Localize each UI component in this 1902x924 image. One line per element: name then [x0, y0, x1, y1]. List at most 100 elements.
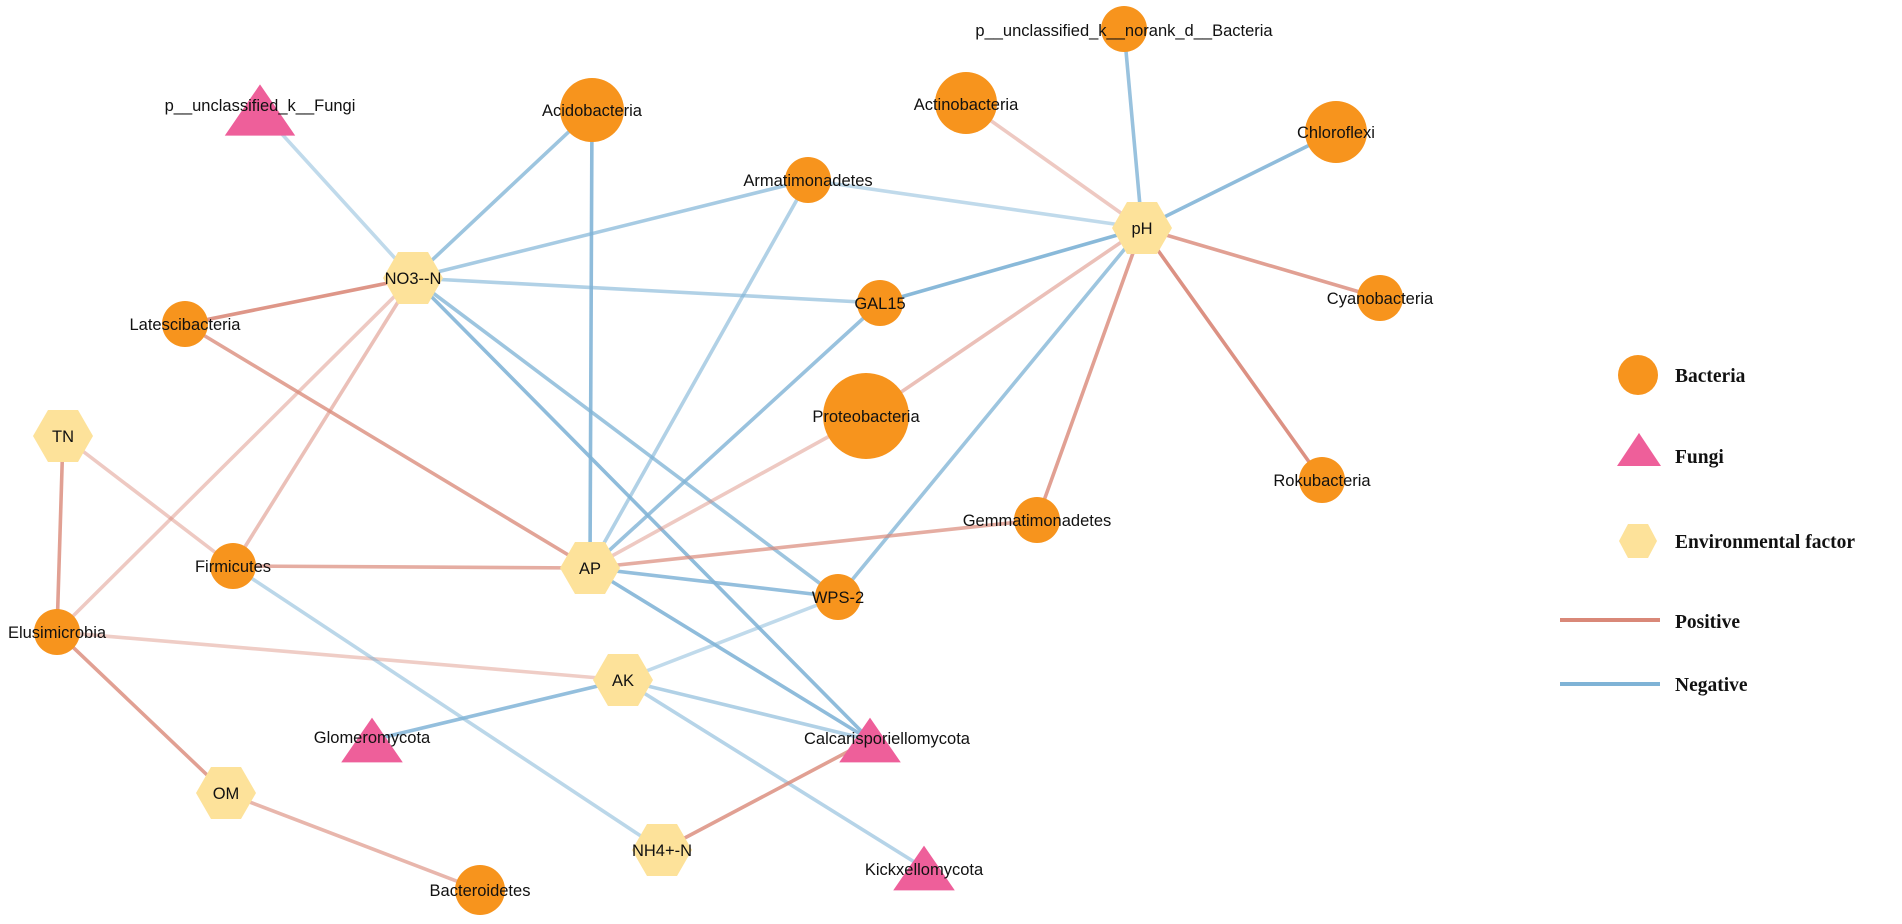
node-label-chloroflexi: Chloroflexi [1297, 124, 1375, 142]
edge-no3n-elusimicrobia-positive [55, 276, 415, 634]
edge-ak-calcarisporiellomycota-negative [621, 678, 872, 742]
node-label-gemmatimonadetes: Gemmatimonadetes [963, 512, 1112, 530]
node-label-armatimonadetes: Armatimonadetes [743, 172, 872, 190]
edge-ph-unclass-bacteria-negative [1122, 27, 1144, 230]
edge-layer [55, 27, 1382, 892]
node-label-om: OM [213, 785, 240, 803]
edge-ap-armatimonadetes-negative [588, 178, 810, 570]
node-label-unclass-bacteria: p__unclassified_k__norank_d__Bacteria [975, 22, 1273, 40]
edge-elusimicrobia-ak-positive [55, 630, 625, 682]
environmental-factor-node-shape [632, 824, 692, 876]
environmental-factor-node-shape [196, 767, 256, 819]
bacteria-node-shape [815, 574, 861, 620]
legend-fungi-swatch-fill [1617, 433, 1661, 466]
node-label-wps2: WPS-2 [812, 589, 864, 607]
legend-negative-label: Negative [1675, 675, 1748, 696]
node-elusimicrobia: Elusimicrobia [8, 609, 107, 655]
node-label-ap: AP [579, 560, 601, 578]
edge-ap-wps2-negative [588, 566, 840, 599]
node-label-proteobacteria: Proteobacteria [812, 408, 920, 426]
bacteria-node-shape [560, 78, 624, 142]
node-tn: TN [33, 410, 93, 462]
node-label-cyanobacteria: Cyanobacteria [1327, 290, 1434, 308]
bacteria-node-shape [1305, 101, 1367, 163]
edge-firmicutes-nh4n-negative [231, 564, 664, 852]
bacteria-node-shape [210, 543, 256, 589]
node-label-unclass-fungi: p__unclassified_k__Fungi [165, 97, 356, 115]
bacteria-node-shape [823, 373, 909, 459]
node-actinobacteria: Actinobacteria [914, 72, 1019, 134]
node-unclass-fungi: p__unclassified_k__Fungi [165, 84, 356, 136]
edge-ap-gemmatimonadetes-positive [588, 518, 1039, 570]
environmental-factor-node-shape [560, 542, 620, 594]
edge-no3n-acidobacteria-negative [411, 108, 594, 280]
edge-ph-chloroflexi-negative [1140, 130, 1338, 230]
node-label-elusimicrobia: Elusimicrobia [8, 624, 107, 642]
edge-ap-firmicutes-positive [231, 564, 592, 570]
node-layer: p__unclassified_k__Fungi Acidobacteria Act… [8, 6, 1434, 915]
node-ph: pH [1112, 202, 1172, 254]
edge-ak-wps2-negative [621, 595, 840, 682]
node-label-acidobacteria: Acidobacteria [542, 102, 643, 120]
environmental-factor-node-shape [593, 654, 653, 706]
node-om: OM [196, 767, 256, 819]
edge-nh4n-calcarisporiellomycota-positive [660, 738, 872, 852]
node-armatimonadetes: Armatimonadetes [743, 157, 873, 203]
environmental-factor-node-shape [33, 410, 93, 462]
fungi-node-shape [341, 717, 403, 763]
edge-no3n-firmicutes-positive [231, 276, 415, 568]
edge-ph-gemmatimonadetes-positive [1035, 226, 1144, 522]
node-kickxellomycota: Kickxellomycota [865, 845, 984, 891]
edge-ak-glomeromycota-negative [370, 678, 625, 742]
edge-no3n-wps2-negative [411, 276, 840, 599]
edge-ap-latescibacteria-positive [183, 322, 592, 570]
bacteria-node-shape [935, 72, 997, 134]
edge-ph-actinobacteria-positive [964, 101, 1144, 230]
edge-elusimicrobia-om-positive [55, 630, 228, 795]
bacteria-node-shape [162, 301, 208, 347]
bacteria-node-shape [1014, 497, 1060, 543]
node-label-rokubacteria: Rokubacteria [1273, 472, 1371, 490]
node-ak: AK [593, 654, 653, 706]
node-label-no3n: NO3--N [385, 270, 442, 288]
node-label-nh4n: NH4+-N [632, 842, 692, 860]
edge-om-bacteroidetes-positive [224, 791, 482, 892]
fungi-node-shape [893, 845, 955, 891]
edge-no3n-unclass-fungi-negative [258, 108, 415, 280]
node-label-calcarisporiellomycota: Calcarisporiellomycota [804, 730, 971, 748]
node-label-bacteroidetes: Bacteroidetes [430, 882, 531, 900]
edge-ph-proteobacteria-positive [864, 226, 1144, 418]
node-gemmatimonadetes: Gemmatimonadetes [963, 497, 1112, 543]
node-firmicutes: Firmicutes [195, 543, 271, 589]
legend-environmental-factor-swatch [1619, 524, 1657, 558]
node-label-latescibacteria: Latescibacteria [130, 316, 242, 334]
node-ap: AP [560, 542, 620, 594]
edge-ph-gal15-negative [878, 226, 1144, 305]
node-label-tn: TN [52, 428, 74, 446]
legend-bacteria-label: Bacteria [1675, 366, 1746, 387]
fungi-node-shape [839, 717, 901, 763]
legend-positive-label: Positive [1675, 612, 1740, 633]
node-proteobacteria: Proteobacteria [812, 373, 920, 459]
bacteria-node-shape [1299, 457, 1345, 503]
node-chloroflexi: Chloroflexi [1297, 101, 1375, 163]
bacteria-node-shape [857, 280, 903, 326]
node-label-kickxellomycota: Kickxellomycota [865, 861, 984, 879]
edge-ap-acidobacteria-negative [588, 108, 594, 570]
node-gal15: GAL15 [854, 280, 906, 326]
node-label-ph: pH [1131, 220, 1152, 238]
node-glomeromycota: Glomeromycota [314, 717, 431, 763]
bacteria-node-shape [1101, 6, 1147, 52]
node-rokubacteria: Rokubacteria [1273, 457, 1371, 503]
edge-ph-cyanobacteria-positive [1140, 226, 1382, 300]
node-cyanobacteria: Cyanobacteria [1327, 275, 1434, 321]
legend-fungi-label: Fungi [1675, 447, 1724, 468]
edge-ak-kickxellomycota-negative [621, 678, 926, 870]
node-label-glomeromycota: Glomeromycota [314, 729, 431, 747]
edge-ap-gal15-negative [588, 301, 882, 570]
edge-tn-elusimicrobia-positive [55, 434, 65, 634]
bacteria-node-shape [1357, 275, 1403, 321]
edge-ap-proteobacteria-positive [588, 414, 868, 570]
fungi-node-shape [224, 84, 296, 136]
